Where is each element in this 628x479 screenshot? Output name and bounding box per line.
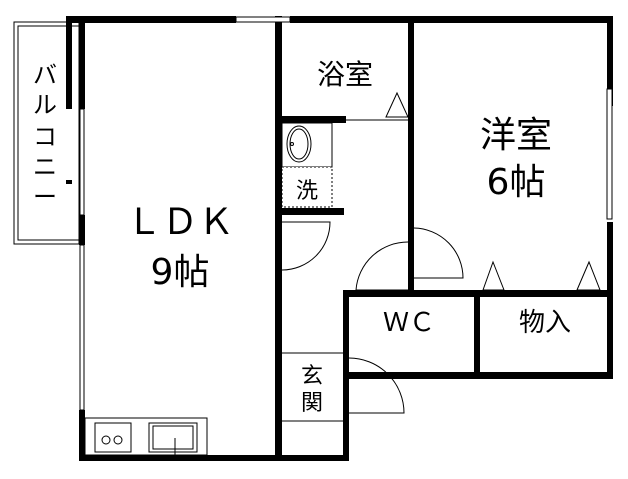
room-label-entrance-1: 玄 [301,364,323,389]
windows [79,16,613,411]
svg-text:ニ: ニ [33,153,57,181]
doors [281,91,601,422]
sink-icon [148,422,198,453]
room-size-western: 6帖 [487,162,546,203]
svg-text:コ: コ [33,123,57,151]
kitchen-counter [84,417,208,456]
room-size-ldk: 9帖 [151,252,210,293]
room-label-entrance-2: 関 [301,391,323,416]
room-label-ldk: ＬＤＫ [126,202,234,243]
stove-icon [94,422,132,453]
svg-text:バ: バ [33,61,57,89]
balcony-label: バ ル コ ニ ー [33,61,57,211]
svg-text:ル: ル [33,91,57,119]
room-label-storage: 物入 [519,308,571,338]
walls [66,16,613,461]
washbasin-icon [286,125,312,163]
room-label-bath: 浴室 [317,58,373,91]
svg-text:ー: ー [33,183,57,211]
balcony [13,21,80,245]
room-label-wash: 洗 [296,179,318,204]
room-label-wc: ＷＣ [383,308,435,338]
room-label-western: 洋室 [480,115,552,156]
